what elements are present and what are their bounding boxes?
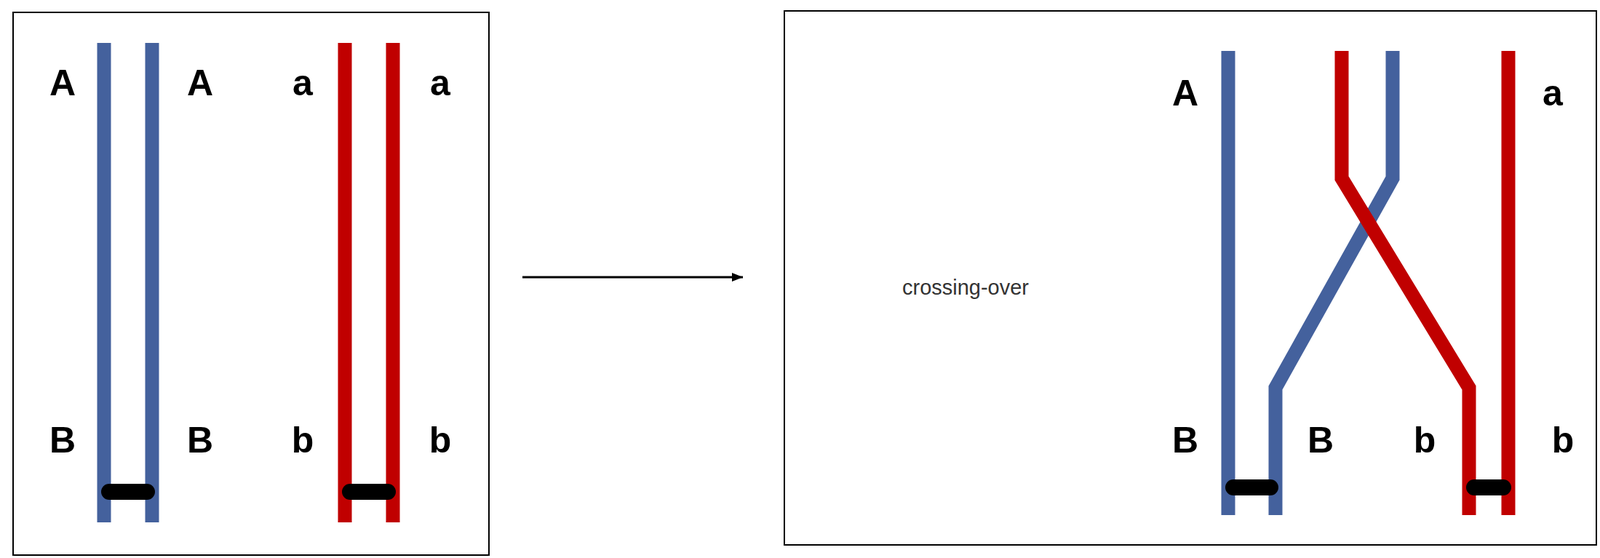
allele-label: b <box>1413 422 1437 459</box>
centromere <box>1233 479 1271 496</box>
recombinant-chromatid <box>1275 50 1393 516</box>
process-arrow <box>522 276 743 279</box>
panel-box: Aa crossing-overB Bb b <box>783 10 1598 546</box>
allele-label: A <box>1172 74 1199 112</box>
allele-label: B <box>186 422 214 459</box>
panel-box: A Aa aB Bb b <box>12 11 490 556</box>
allele-label: a <box>292 64 313 102</box>
allele-label: a <box>1542 74 1563 112</box>
centromere <box>349 483 388 500</box>
allele-label: B <box>49 422 76 459</box>
centromere <box>1474 479 1504 496</box>
allele-label: A <box>49 64 76 102</box>
chromatid <box>1221 50 1236 516</box>
step-label: crossing-over <box>902 277 1029 299</box>
allele-label: b <box>429 422 452 459</box>
allele-label: A <box>186 64 214 102</box>
allele-label: B <box>1172 422 1199 459</box>
allele-label: b <box>291 422 315 459</box>
allele-label: b <box>1551 422 1575 459</box>
centromere <box>109 483 147 500</box>
recombinant-chromatid <box>1341 50 1470 516</box>
chromatid <box>338 42 353 523</box>
chromatid <box>145 42 160 523</box>
chromatid <box>1501 50 1516 516</box>
allele-label: B <box>1307 422 1334 459</box>
chromatid <box>386 42 401 523</box>
chromatid <box>97 42 112 523</box>
allele-label: a <box>430 64 451 102</box>
